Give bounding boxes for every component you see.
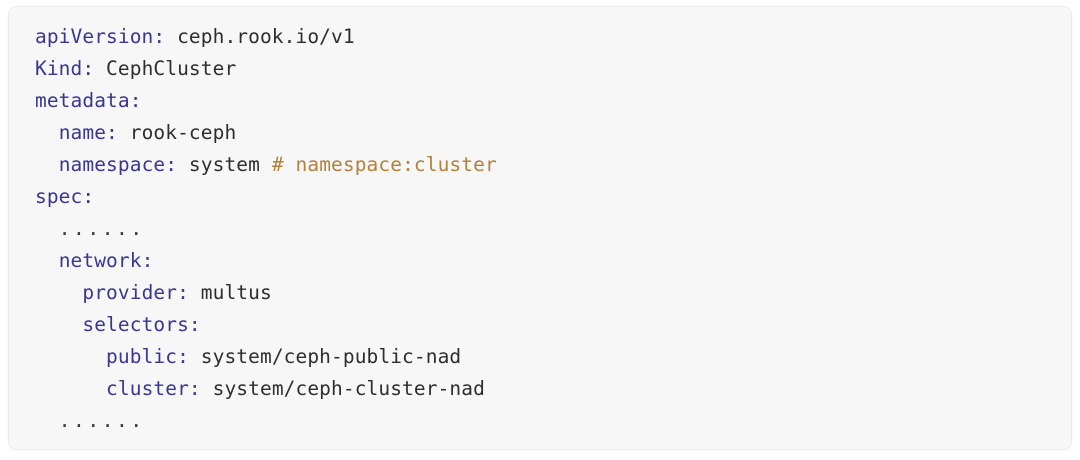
yaml-value: rook-ceph (117, 121, 237, 144)
yaml-key: cluster: (106, 377, 201, 400)
code-line: spec: (35, 181, 1061, 213)
yaml-key: name: (58, 121, 118, 144)
code-indent (35, 409, 59, 432)
yaml-key: network: (58, 249, 154, 272)
code-line: apiVersion: ceph.rook.io/v1 (35, 21, 1061, 53)
code-indent (35, 153, 59, 176)
yaml-value: system/ceph-public-nad (188, 345, 462, 368)
code-indent (35, 281, 82, 304)
code-indent (35, 249, 59, 272)
code-line: network: (35, 245, 1061, 277)
yaml-key: Kind: (35, 57, 95, 80)
code-ellipsis: ...... (58, 217, 145, 240)
yaml-value: multus (188, 281, 272, 304)
code-line: namespace: system # namespace:cluster (35, 149, 1061, 181)
code-line: cluster: system/ceph-cluster-nad (35, 373, 1061, 405)
code-line: name: rook-ceph (35, 117, 1061, 149)
yaml-key: spec: (35, 185, 95, 208)
yaml-value: CephCluster (94, 57, 237, 80)
yaml-comment: # namespace:cluster (271, 153, 497, 176)
yaml-key: provider: (82, 281, 189, 304)
yaml-value: ceph.rook.io/v1 (165, 25, 355, 48)
code-line: ...... (35, 213, 1061, 245)
yaml-key: selectors: (82, 313, 201, 336)
yaml-key: namespace: (58, 153, 178, 176)
code-indent (35, 345, 106, 368)
yaml-key: public: (106, 345, 189, 368)
code-line: Kind: CephCluster (35, 53, 1061, 85)
code-line: provider: multus (35, 277, 1061, 309)
code-line: ...... (35, 405, 1061, 437)
yaml-value: system (177, 153, 272, 176)
yaml-value: system/ceph-cluster-nad (200, 377, 485, 400)
code-line: metadata: (35, 85, 1061, 117)
code-indent (35, 377, 106, 400)
code-ellipsis: ...... (58, 409, 145, 432)
code-line: public: system/ceph-public-nad (35, 341, 1061, 373)
code-indent (35, 121, 59, 144)
code-line: selectors: (35, 309, 1061, 341)
yaml-key: apiVersion: (35, 25, 166, 48)
code-indent (35, 313, 82, 336)
code-indent (35, 217, 59, 240)
yaml-key: metadata: (35, 89, 142, 112)
